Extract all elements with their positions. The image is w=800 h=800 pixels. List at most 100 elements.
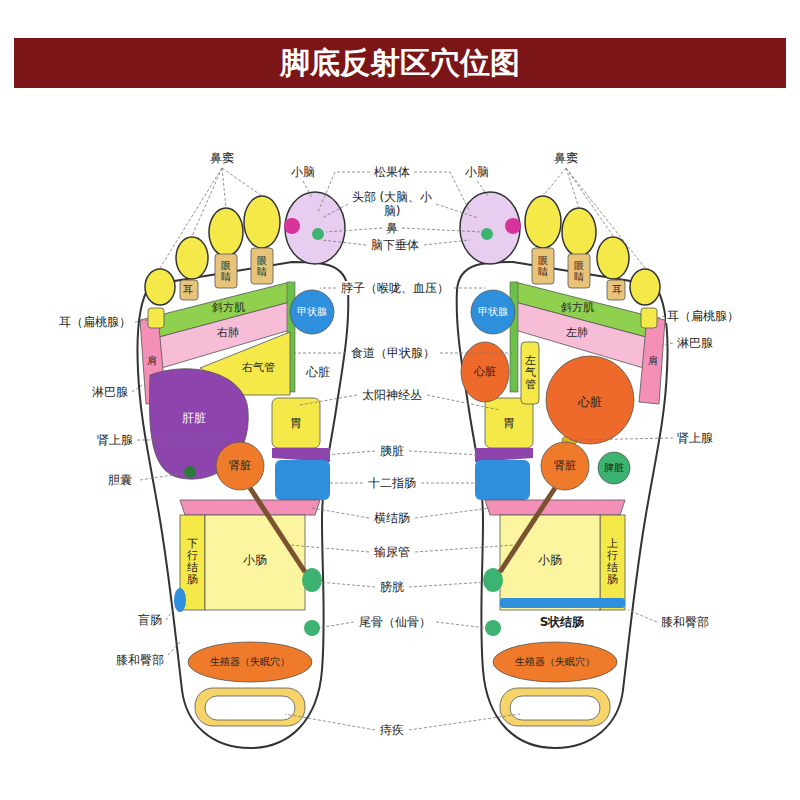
organ-shape: [546, 356, 634, 444]
reflex-zone: 肾脏: [553, 459, 577, 472]
zone-label: 胃: [290, 416, 302, 430]
right-foot: [457, 192, 668, 748]
zone-label: 胃: [503, 416, 515, 430]
zone-label: 耳: [183, 284, 193, 296]
zone-label: 肩: [147, 355, 157, 366]
zone-label: 小肠: [243, 553, 267, 567]
zone-label: 小肠: [538, 553, 562, 567]
zone-label: 左肺: [566, 326, 588, 339]
organ-shape: [500, 598, 625, 608]
zone-label: 肝脏: [182, 411, 206, 425]
zone-label: 肩: [648, 355, 658, 366]
callout-label: 头部 (大脑、小脑): [350, 190, 434, 219]
left-foot: [138, 192, 349, 748]
zone-label: 下行结肠: [187, 538, 198, 586]
callout-label: 鼻: [385, 221, 399, 235]
organ-shape: [541, 442, 589, 490]
reflex-zone: 耳: [182, 284, 194, 296]
reflex-zone: 肾脏: [228, 459, 252, 472]
zone-label: 耳: [612, 284, 622, 296]
reflex-zone: 甲状腺: [296, 306, 328, 318]
reflex-zone: 右肺: [216, 326, 240, 339]
reflex-zone: 脾脏: [603, 462, 625, 474]
zone-label: 心脏: [474, 365, 496, 378]
callout-label: 肾上腺: [96, 433, 134, 447]
reflex-zone: 肩: [146, 355, 158, 366]
callout-label: 十二指肠: [367, 476, 417, 490]
organ-shape: [132, 320, 228, 655]
reflex-zone: 胃: [502, 416, 516, 430]
right-only-organs: [461, 342, 634, 608]
callout-label: 胰脏: [379, 444, 405, 458]
zone-label: S状结肠: [540, 615, 585, 629]
zone-label: 右肺: [217, 326, 239, 339]
organ-shape: [184, 466, 196, 478]
reflex-zone: 眼睛: [537, 255, 549, 277]
organ-shape: [160, 168, 262, 268]
reflex-zone: 肝脏: [181, 411, 207, 425]
callout-label: 痔疾: [379, 723, 405, 737]
zone-label: 眼睛: [574, 260, 584, 282]
reflex-zone: 斜方肌: [560, 301, 595, 314]
reflex-zone: 心脏: [473, 365, 497, 378]
callout-label: 盲肠: [137, 613, 163, 627]
callout-label: 松果体: [373, 165, 411, 179]
zone-label: 心脏: [578, 395, 602, 409]
callout-label: 小脑: [290, 165, 316, 179]
callout-label: 横结肠: [373, 511, 411, 525]
reflex-zone: 生殖器（失眠穴）: [209, 656, 291, 668]
zone-label: 心脏: [306, 365, 330, 379]
callout-label: 食道（甲状腺）: [350, 346, 436, 360]
zone-label: 上行结肠: [607, 538, 618, 586]
reflex-zone: 右气管: [241, 361, 276, 374]
reflex-zone: 斜方肌: [211, 301, 246, 314]
callout-label: 小脑: [464, 165, 490, 179]
reflex-zone: 甲状腺: [477, 306, 509, 318]
zone-label: 肾脏: [554, 459, 576, 472]
zone-label: 斜方肌: [212, 301, 245, 314]
reflex-zone: 左肺: [565, 326, 589, 339]
callout-label: 肾上腺: [676, 431, 714, 445]
callout-label: 膝和臀部: [115, 653, 165, 667]
reflex-zone: 肩: [647, 355, 659, 366]
reflex-zone: 胃: [289, 416, 303, 430]
zone-label: 左气管: [525, 355, 536, 391]
organ-shape: [543, 168, 645, 268]
zone-label: 甲状腺: [478, 306, 508, 318]
title-banner: 脚底反射区穴位图: [14, 38, 786, 88]
organ-shape: [174, 588, 186, 612]
zone-label: 甲状腺: [297, 306, 327, 318]
callout-label: 脑下垂体: [370, 238, 420, 252]
zone-label: 眼睛: [221, 260, 231, 282]
callout-label: 膀胱: [379, 580, 405, 594]
zone-label: 眼睛: [257, 255, 267, 277]
zone-label: 眼睛: [538, 255, 548, 277]
callout-label: 胆囊: [107, 473, 133, 487]
zone-label: 右气管: [242, 361, 275, 374]
zone-label: 生殖器（失眠穴）: [210, 656, 290, 668]
callout-label: 耳（扁桃腺）: [58, 315, 132, 329]
organ-shape: [521, 342, 539, 404]
reflex-zone: 眼睛: [256, 255, 268, 277]
reflex-zone: S状结肠: [539, 615, 586, 629]
reflex-zone: 心脏: [577, 395, 603, 409]
reflex-zone: 生殖器（失眠穴）: [514, 656, 596, 668]
organ-shape: [326, 228, 482, 232]
callout-label: 太阳神经丛: [361, 388, 423, 402]
callout-label: 膝和臀部: [660, 615, 710, 629]
callout-label: 脖子（喉咙、血压）: [340, 281, 450, 295]
reflex-zone: 上行结肠: [606, 538, 619, 586]
callout-label: 鼻窦: [553, 151, 579, 165]
reflex-zone: 小肠: [242, 553, 268, 567]
callout-label: 淋巴腺: [676, 336, 714, 350]
zone-label: 肾脏: [229, 459, 251, 472]
reflex-zone: 左气管: [524, 355, 537, 391]
leader-lines: [132, 168, 673, 730]
callout-label: 鼻窦: [209, 151, 235, 165]
reflex-zone: 耳: [611, 284, 623, 296]
callout-label: 耳（扁桃腺）: [666, 309, 740, 323]
left-only-organs: [149, 332, 305, 612]
reflex-zone: 眼睛: [220, 260, 232, 282]
reflex-zone: 小肠: [537, 553, 563, 567]
organ-shape: [575, 316, 673, 622]
